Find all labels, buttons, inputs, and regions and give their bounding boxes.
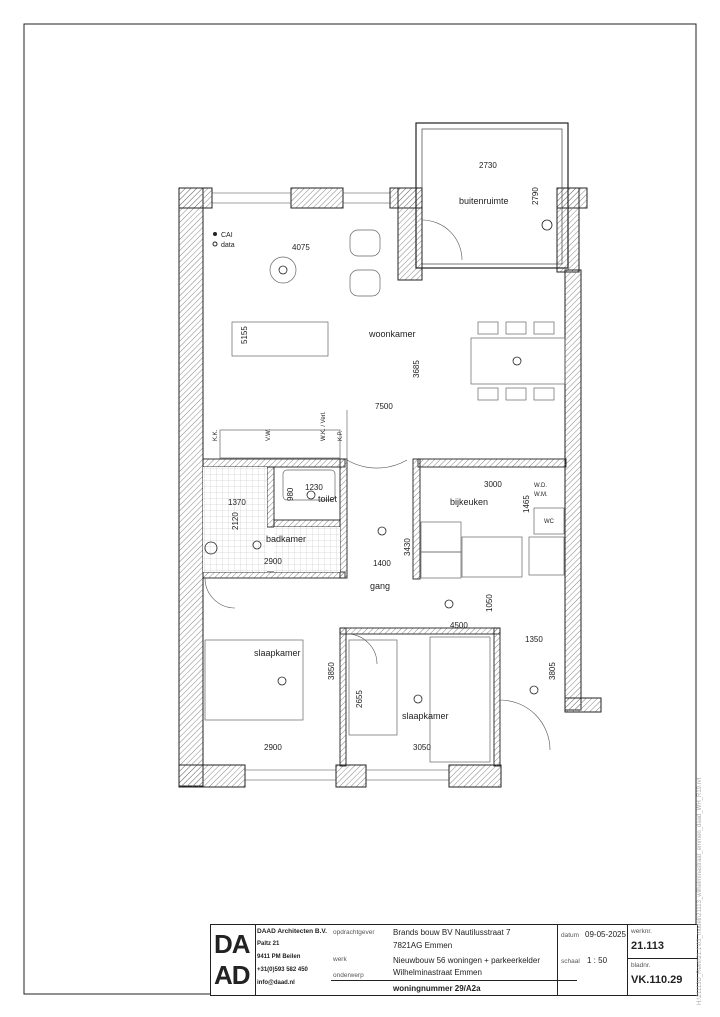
dim-woon-4075: 4075	[292, 243, 310, 252]
dim-gang-1050: 1050	[485, 594, 494, 612]
date: 09-05-2025	[585, 930, 626, 939]
dim-buiten-width: 2730	[479, 161, 497, 170]
annotation-wk-verl: W.K. / Verl.	[321, 411, 327, 441]
dim-woon-7500: 7500	[375, 402, 393, 411]
data-outlet-icon	[212, 241, 218, 247]
label-schaal: schaal	[561, 958, 580, 965]
dimension-labels: 2730 2790 4075 5155 3685 7500 1230 980 1…	[228, 161, 557, 752]
project-line-2: Wilhelminastraat Emmen	[393, 968, 482, 977]
firm-name: DAAD Architecten B.V.	[257, 928, 327, 935]
client-line-2: 7821AG Emmen	[393, 941, 453, 950]
annotations: CAI data K.K. V.W. W.K. / Verl. K.P. W.D…	[212, 232, 555, 525]
windows	[212, 192, 449, 781]
room-label-slaapkamer-1: slaapkamer	[254, 648, 301, 658]
werknr: 21.113	[631, 940, 665, 952]
dim-buiten-depth: 2790	[531, 187, 540, 205]
bladnr: VK.110.29	[631, 974, 683, 986]
dim-slaap2-3050: 3050	[413, 743, 431, 752]
doors	[204, 219, 551, 751]
ceiling-light-icons	[204, 219, 553, 704]
room-label-badkamer: badkamer	[266, 534, 306, 544]
room-label-woonkamer: woonkamer	[368, 329, 416, 339]
annotation-kp: K.P.	[338, 430, 344, 441]
label-opdrachtgever: opdrachtgever	[333, 929, 375, 936]
title-block: DA AD DAAD Architecten B.V. Paltz 21 941…	[210, 924, 698, 996]
dim-bad-1370: 1370	[228, 498, 246, 507]
dim-bad-2120: 2120	[231, 512, 240, 530]
annotation-wd: W.D.	[534, 483, 547, 489]
room-label-gang: gang	[370, 581, 390, 591]
logo-bottom: AD	[214, 960, 251, 990]
bathroom-tile-floor	[203, 467, 267, 572]
walls	[178, 187, 602, 788]
interior-walls	[202, 458, 567, 767]
dim-right-3805: 3805	[548, 662, 557, 680]
dim-woon-3685: 3685	[412, 360, 421, 378]
dim-right-1350: 1350	[525, 635, 543, 644]
annotation-data: data	[221, 242, 235, 249]
annotation-cai: CAI	[221, 232, 233, 239]
label-bladnr: bladnr.	[631, 962, 651, 969]
dim-toilet-1230: 1230	[305, 483, 323, 492]
dim-bad-2900: 2900	[264, 557, 282, 566]
project-line-1: Nieuwbouw 56 woningen + parkeerkelder	[393, 956, 540, 965]
dim-bijk-3000: 3000	[484, 480, 502, 489]
annotation-wc: WC	[544, 519, 555, 525]
cai-outlet-icon	[213, 232, 217, 236]
annotation-wm: W.M.	[534, 492, 548, 498]
logo-top: DA	[214, 929, 251, 959]
annotation-kk: K.K.	[213, 429, 219, 441]
sheet-border	[23, 23, 697, 995]
room-label-buitenruimte: buitenruimte	[459, 196, 509, 206]
dim-slaap2-2655: 2655	[355, 690, 364, 708]
room-label-toilet: toilet	[318, 494, 338, 504]
label-werk: werk	[333, 956, 347, 963]
label-werknr: werknr.	[631, 928, 652, 935]
firm-city: 9411 PM Beilen	[257, 954, 301, 960]
dim-gang-3430: 3430	[403, 538, 412, 556]
dim-gang-4500: 4500	[450, 621, 468, 630]
firm-street: Paltz 21	[257, 941, 280, 947]
dim-bijk-1465: 1465	[522, 495, 531, 513]
logo: DA AD	[211, 925, 256, 995]
file-path-text: H:\21113U_Revit\21.1\03_modeli\21113_wil…	[697, 777, 703, 1005]
label-onderwerp: onderwerp	[333, 972, 364, 979]
room-label-slaapkamer-2: slaapkamer	[402, 711, 449, 721]
dim-slaap1-3850: 3850	[327, 662, 336, 680]
firm-email: info@daad.nl	[257, 980, 295, 986]
bathroom-tile-floor-2	[274, 527, 340, 572]
subject: woningnummer 29/A2a	[393, 984, 481, 993]
label-datum: datum	[561, 932, 580, 939]
dim-gang-1400: 1400	[373, 559, 391, 568]
furniture	[204, 229, 566, 763]
room-labels: buitenruimte woonkamer toilet bijkeuken …	[254, 196, 509, 721]
firm-phone: +31(0)593 582 450	[257, 967, 308, 973]
dim-toilet-980: 980	[286, 487, 295, 501]
dim-slaap1-2900: 2900	[264, 743, 282, 752]
client-line-1: Brands bouw BV Nautilusstraat 7	[393, 928, 511, 937]
dim-woon-5155: 5155	[240, 326, 249, 344]
scale: 1 : 50	[587, 956, 608, 965]
annotation-vw: V.W.	[266, 429, 272, 441]
room-label-bijkeuken: bijkeuken	[450, 497, 488, 507]
firm-info: DAAD Architecten B.V. Paltz 21 9411 PM B…	[257, 925, 333, 995]
balcony-frame	[415, 122, 569, 269]
